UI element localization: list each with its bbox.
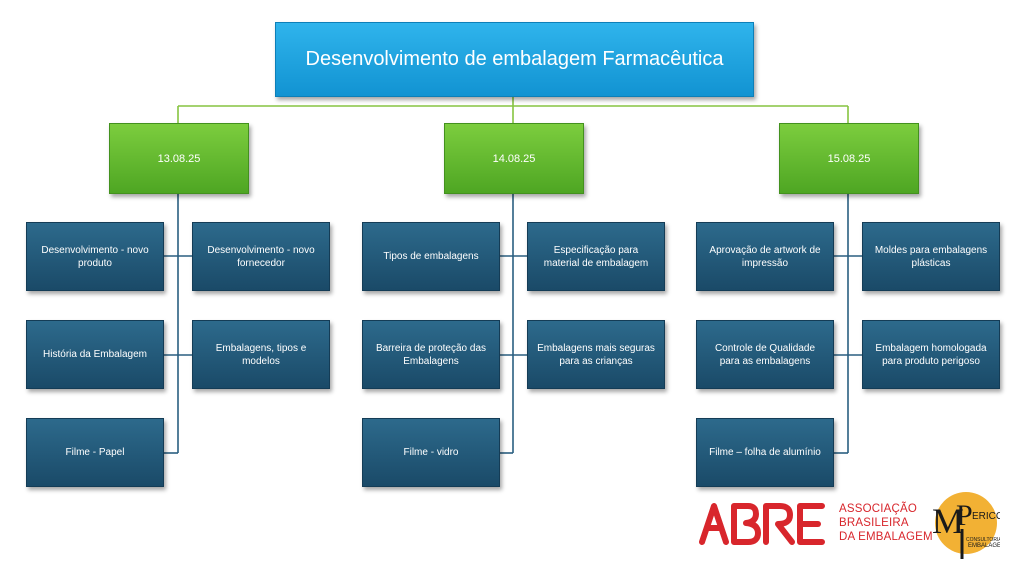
topic-label: Especificação para material de embalagem: [543, 244, 649, 269]
svg-text:CONSULTORIA DE: CONSULTORIA DE: [966, 537, 1000, 543]
topic-label: Embalagem homologada para produto perigo…: [875, 342, 987, 367]
topic-label: Filme - vidro: [403, 447, 459, 458]
topic-label: Filme - Papel: [65, 447, 125, 458]
topic-label: Desenvolvimento - novo fornecedor: [207, 244, 315, 269]
svg-text:EMBALAGEM: EMBALAGEM: [968, 543, 1000, 549]
topic-label: Barreira de proteção das Embalagens: [375, 342, 487, 367]
root-node: Desenvolvimento de embalagem Farmacêutic…: [275, 22, 754, 97]
abre-text: ASSOCIAÇÃO BRASILEIRA DA EMBALAGEM: [839, 502, 935, 544]
topic-label: Embalagens mais seguras para as crianças: [537, 342, 655, 367]
date-node-1: 13.08.25: [109, 123, 249, 194]
topic-node: Controle de Qualidade para as embalagens: [696, 320, 834, 389]
topic-node: Moldes para embalagens plásticas: [862, 222, 1000, 291]
topic-label: História da Embalagem: [43, 349, 147, 360]
topic-node: Tipos de embalagens: [362, 222, 500, 291]
topic-label: Desenvolvimento - novo produto: [41, 244, 149, 269]
topic-node: Aprovação de artwork de impressão: [696, 222, 834, 291]
topic-node: História da Embalagem: [26, 320, 164, 389]
topic-node: Filme – folha de alumínio: [696, 418, 834, 487]
topic-label: Moldes para embalagens plásticas: [874, 244, 988, 269]
abre-line: DA EMBALAGEM: [839, 531, 933, 543]
mperico-logo: M P ERICO CONSULTORIA DE EMBALAGEM: [932, 492, 1000, 559]
root-title: Desenvolvimento de embalagem Farmacêutic…: [305, 48, 724, 70]
topic-node: Barreira de proteção das Embalagens: [362, 320, 500, 389]
svg-text:M: M: [932, 501, 964, 541]
date-label: 13.08.25: [157, 152, 201, 165]
topic-node: Filme - vidro: [362, 418, 500, 487]
topic-node: Especificação para material de embalagem: [527, 222, 665, 291]
topic-node: Filme - Papel: [26, 418, 164, 487]
svg-text:P: P: [956, 499, 973, 532]
svg-text:ERICO: ERICO: [972, 511, 1000, 522]
date-label: 14.08.25: [492, 152, 536, 165]
topic-label: Aprovação de artwork de impressão: [709, 244, 821, 269]
abre-logo: [699, 503, 825, 545]
abre-line: BRASILEIRA: [839, 517, 909, 529]
topic-label: Filme – folha de alumínio: [709, 447, 821, 458]
date-node-2: 14.08.25: [444, 123, 584, 194]
topic-node: Desenvolvimento - novo fornecedor: [192, 222, 330, 291]
topic-label: Embalagens, tipos e modelos: [215, 342, 307, 367]
date-node-3: 15.08.25: [779, 123, 919, 194]
topic-node: Embalagem homologada para produto perigo…: [862, 320, 1000, 389]
abre-line: ASSOCIAÇÃO: [839, 503, 918, 515]
topic-node: Embalagens mais seguras para as crianças: [527, 320, 665, 389]
topic-label: Controle de Qualidade para as embalagens: [714, 342, 816, 367]
date-label: 15.08.25: [827, 152, 871, 165]
topic-node: Desenvolvimento - novo produto: [26, 222, 164, 291]
topic-label: Tipos de embalagens: [383, 251, 479, 262]
topic-node: Embalagens, tipos e modelos: [192, 320, 330, 389]
